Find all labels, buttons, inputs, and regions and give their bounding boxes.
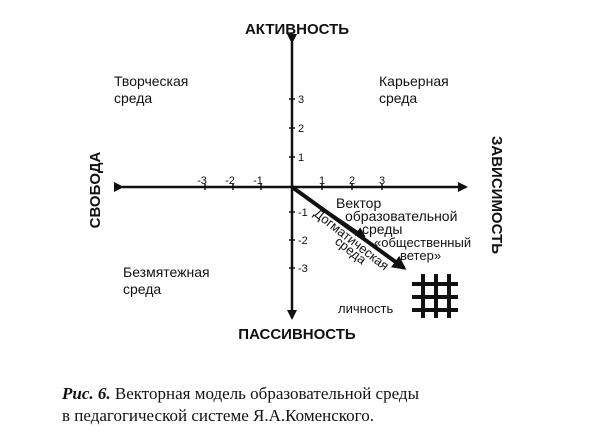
education-vector-label-line1: Вектор xyxy=(336,195,381,211)
tick-x-neg-2: -2 xyxy=(225,175,235,187)
tick-y-neg-1: -1 xyxy=(298,207,308,219)
tick-x-pos-2: 2 xyxy=(349,175,355,187)
education-vector-label-line2: образовательной xyxy=(345,208,457,224)
tick-y-neg-3: -3 xyxy=(298,263,308,275)
quadrant-bottom-left-line2: среда xyxy=(123,281,161,297)
figure-caption: Рис. 6. Векторная модель образовательной… xyxy=(62,383,582,427)
tick-y-pos-2: 2 xyxy=(298,123,304,135)
education-vector-label-line3: среды xyxy=(362,221,403,237)
person-label: личность xyxy=(338,301,393,316)
caption-line1: Векторная модель образовательной среды xyxy=(110,384,419,403)
axis-title-bottom: ПАССИВНОСТЬ xyxy=(238,326,356,343)
tick-x-pos-1: 1 xyxy=(319,175,325,187)
tick-x-pos-3: 3 xyxy=(379,175,385,187)
caption-line2: в педагогической системе Я.А.Коменского. xyxy=(62,406,374,425)
axis-title-left: СВОБОДА xyxy=(87,151,104,228)
tick-y-pos-1: 1 xyxy=(298,152,304,164)
quadrant-top-right-line2: среда xyxy=(379,90,417,106)
social-wind-label-line2: ветер» xyxy=(400,248,441,263)
social-wind-label-line1: «общественный xyxy=(374,235,471,250)
axis-title-right: ЗАВИСИМОСТЬ xyxy=(488,136,505,254)
tick-x-neg-3: -3 xyxy=(197,175,207,187)
quadrant-top-left-line2: среда xyxy=(114,90,152,106)
axis-title-top: АКТИВНОСТЬ xyxy=(245,21,349,38)
quadrant-bottom-left-line1: Безмятежная xyxy=(123,264,210,280)
quadrant-top-right-line1: Карьерная xyxy=(379,73,449,89)
tick-y-neg-2: -2 xyxy=(298,235,308,247)
social-wind-arrow xyxy=(291,186,366,238)
tick-x-neg-1: -1 xyxy=(253,175,263,187)
tick-marks xyxy=(204,98,383,269)
caption-lead: Рис. 6. xyxy=(62,384,111,403)
quadrant-top-left-line1: Творческая xyxy=(114,73,188,89)
tick-y-pos-3: 3 xyxy=(298,94,304,106)
person-grid-icon xyxy=(412,274,458,318)
